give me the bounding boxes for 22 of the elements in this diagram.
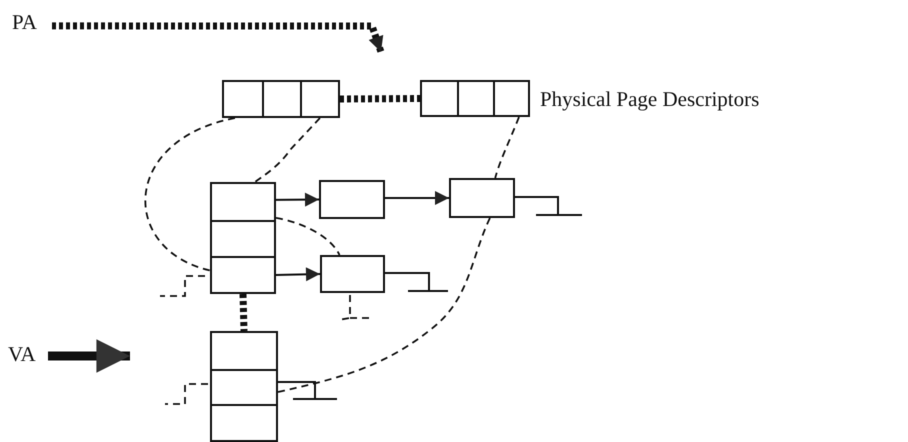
list-entry-box (449, 178, 515, 218)
arrow (385, 190, 449, 205)
dashed-connector (494, 116, 520, 178)
arrow (52, 22, 384, 54)
entry-array (420, 80, 530, 117)
entry-array (210, 331, 278, 442)
list-entry-box (320, 255, 385, 293)
dashed-connector (278, 218, 491, 393)
dashed-connector (340, 95, 420, 102)
arrow (276, 192, 320, 207)
entry-array (210, 182, 276, 294)
caption-text: Physical Page Descriptors (540, 87, 760, 112)
dashed-connector (276, 216, 340, 256)
address-label: VA (8, 344, 48, 368)
address-label: PA (12, 12, 52, 36)
dashed-connector (254, 117, 321, 183)
dashed-connector (240, 294, 248, 332)
dashed-connector (144, 117, 236, 272)
entry-array (222, 80, 340, 118)
arrow (48, 339, 130, 373)
list-entry-box (319, 180, 385, 219)
arrow (276, 267, 320, 282)
